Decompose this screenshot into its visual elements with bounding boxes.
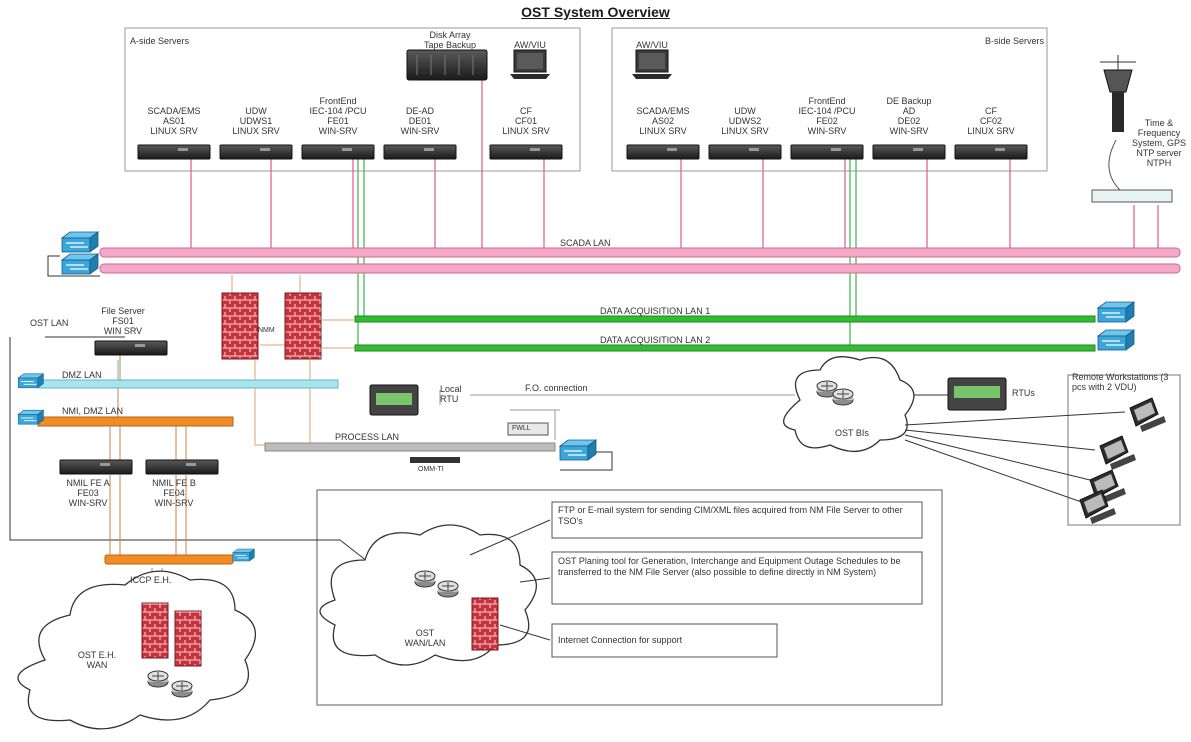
ost-lan-line xyxy=(9,336,373,566)
firewall-eh-2 xyxy=(174,610,202,667)
server-fe02 xyxy=(790,144,864,160)
time-server-unit xyxy=(1091,189,1173,203)
dmz-lan xyxy=(37,379,339,389)
server-cf01 xyxy=(489,144,563,160)
server-udws2 xyxy=(708,144,782,160)
process-lan-label: PROCESS LAN xyxy=(335,432,400,442)
nm-fe-a xyxy=(59,459,133,475)
note-ftp-text: FTP or E-mail system for sending CIM/XML… xyxy=(558,505,903,526)
scada-lan xyxy=(99,247,1181,258)
firewall-wan xyxy=(471,597,499,651)
nm-fe-b xyxy=(145,459,219,475)
note-planning-text: OST Planing tool for Generation, Interch… xyxy=(558,556,901,577)
iccp-lan xyxy=(104,554,234,565)
note-planning xyxy=(551,551,923,605)
b-side-box xyxy=(611,27,1048,172)
ost-bis-label: OST BIs xyxy=(835,428,869,438)
firewall-label: NMM xyxy=(258,327,275,334)
server-de02 xyxy=(872,144,946,160)
process-lan xyxy=(264,442,556,452)
ost-wan-box xyxy=(316,489,943,706)
ost-eh-wan-cloud xyxy=(17,570,257,730)
note-ftp xyxy=(551,501,923,539)
firewall-eh-1 xyxy=(141,602,169,659)
fo-connection-label: F.O. connection xyxy=(525,383,588,393)
note-internet-text: Internet Connection for support xyxy=(558,635,683,645)
daq-lan-2-label: DATA ACQUISITION LAN 2 xyxy=(600,335,711,345)
ost-lan-label: OST LAN xyxy=(30,318,69,328)
aw-viu-b-label: AW/VIU xyxy=(636,40,668,50)
scada-switch-2 xyxy=(61,253,99,275)
server-cf02 xyxy=(954,144,1028,160)
firewall-2 xyxy=(284,292,322,360)
firewall-1 xyxy=(221,292,259,360)
process-device-label: OMM-TI xyxy=(418,466,444,473)
scada-lan-label: SCADA LAN xyxy=(560,238,611,248)
fo-device xyxy=(507,422,549,436)
server-as01 xyxy=(137,144,211,160)
note-internet xyxy=(551,623,778,658)
server-fe01 xyxy=(301,144,375,160)
remote-workstations-box xyxy=(1067,374,1181,526)
iccp-label: ICCP E.H. xyxy=(130,575,172,585)
fo-device-label: FWLL xyxy=(512,425,531,432)
daq-switch-1 xyxy=(1097,301,1135,323)
daq-switch-2 xyxy=(1097,329,1135,351)
daq-lan-1 xyxy=(354,315,1096,323)
nmi-dmz-lan-label: NMI, DMZ LAN xyxy=(62,406,124,416)
time-server-gps xyxy=(1103,69,1133,93)
a-side-label: A-side Servers xyxy=(130,36,190,46)
nmi-dmz-lan xyxy=(37,416,234,427)
server-de01 xyxy=(383,144,457,160)
disk-array xyxy=(406,49,488,81)
aw-viu-b xyxy=(631,49,673,80)
aw-viu-a-label: AW/VIU xyxy=(514,40,546,50)
scada-switch-1 xyxy=(61,231,99,253)
server-as02 xyxy=(626,144,700,160)
rtus-label: RTUs xyxy=(1012,388,1035,398)
daq-lan-1-label: DATA ACQUISITION LAN 1 xyxy=(600,306,711,316)
b-side-label: B-side Servers xyxy=(985,36,1045,46)
process-device xyxy=(410,457,460,463)
aw-viu-a xyxy=(509,49,551,80)
scada-drops xyxy=(190,80,1159,250)
diagram-title: OST System Overview xyxy=(521,4,670,20)
daq-lan-2 xyxy=(354,344,1096,352)
server-udws1 xyxy=(219,144,293,160)
process-switch xyxy=(559,439,597,461)
file-server xyxy=(94,340,168,356)
ost-eh-wan-label: OST E.H.WAN xyxy=(77,650,117,670)
dmz-lan-label: DMZ LAN xyxy=(62,370,102,380)
